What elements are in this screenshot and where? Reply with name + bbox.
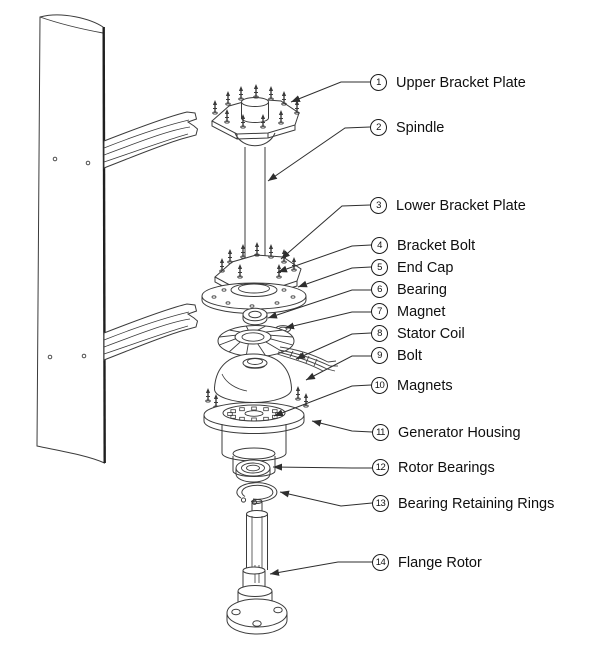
turbine-blade [36, 14, 106, 464]
callout-4: 4 Bracket Bolt [371, 237, 475, 254]
callout-number: 1 [370, 74, 387, 91]
callout-number: 8 [371, 325, 388, 342]
callout-number: 4 [371, 237, 388, 254]
callout-number: 9 [371, 347, 388, 364]
callout-number: 5 [371, 259, 388, 276]
callout-11: 11 Generator Housing [372, 424, 521, 441]
leader-line-8 [295, 332, 372, 360]
lower-bracket-plate-drawing [214, 241, 302, 296]
leader-line-2 [267, 126, 371, 182]
callout-10: 10 Magnets [371, 377, 453, 394]
leader-line-7 [284, 311, 371, 330]
callout-number: 13 [372, 495, 389, 512]
leader-line-12 [272, 463, 372, 471]
blade-arm-lower [103, 303, 198, 361]
callout-label: Magnets [397, 377, 453, 394]
callout-14: 14 Flange Rotor [372, 554, 482, 571]
callout-number: 6 [371, 281, 388, 298]
callout-number: 10 [371, 377, 388, 394]
leader-line-3 [280, 204, 371, 260]
leader-line-5 [297, 266, 372, 288]
leader-line-10 [273, 384, 372, 417]
callout-number: 2 [370, 119, 387, 136]
leader-line-1 [290, 81, 370, 103]
callout-6: 6 Bearing [371, 281, 447, 298]
callout-label: Flange Rotor [398, 554, 482, 571]
callout-label: End Cap [397, 259, 454, 276]
callout-12: 12 Rotor Bearings [372, 459, 495, 476]
callout-2: 2 Spindle [370, 119, 444, 136]
leader-line-4 [277, 244, 372, 273]
stator-coil-drawing [217, 325, 295, 357]
leader-line-11 [311, 419, 373, 433]
end-cap-drawing [201, 282, 307, 314]
callout-label: Bolt [397, 347, 422, 364]
flange-rotor-drawing [226, 499, 288, 635]
spindle-drawing [234, 132, 276, 267]
callout-8: 8 Stator Coil [371, 325, 465, 342]
callout-label: Stator Coil [397, 325, 465, 342]
callout-label: Rotor Bearings [398, 459, 495, 476]
leader-line-9 [305, 355, 371, 381]
callout-1: 1 Upper Bracket Plate [370, 74, 526, 91]
leader-line-13 [279, 490, 373, 507]
callout-3: 3 Lower Bracket Plate [370, 197, 526, 214]
callout-label: Bracket Bolt [397, 237, 476, 254]
bearing-drawing [242, 307, 268, 326]
upper-bracket-plate-drawing [211, 83, 300, 140]
rotor-dome-drawing [214, 353, 292, 403]
callout-7: 7 Magnet [371, 303, 445, 320]
callout-number: 14 [372, 554, 389, 571]
callout-label: Spindle [396, 119, 445, 136]
leader-line-6 [267, 289, 371, 319]
callout-9: 9 Bolt [371, 347, 422, 364]
callout-number: 12 [372, 459, 389, 476]
callout-label: Upper Bracket Plate [396, 74, 526, 91]
callout-13: 13 Bearing Retaining Rings [372, 495, 554, 512]
callout-number: 7 [371, 303, 388, 320]
bearing-retaining-ring-drawing [236, 482, 278, 505]
callout-number: 11 [372, 424, 389, 441]
blade-arm-upper [103, 111, 198, 169]
callout-5: 5 End Cap [371, 259, 453, 276]
callout-label: Bearing [397, 281, 447, 298]
callout-label: Generator Housing [398, 424, 521, 441]
callout-number: 3 [370, 197, 387, 214]
leader-line-14 [269, 561, 372, 576]
blade-trailing-edge [102, 26, 106, 464]
rotor-bearing-drawing [235, 459, 271, 483]
callout-label: Bearing Retaining Rings [398, 495, 555, 512]
callout-label: Lower Bracket Plate [396, 197, 526, 214]
leader-lines [267, 81, 373, 576]
callout-label: Magnet [397, 303, 446, 320]
